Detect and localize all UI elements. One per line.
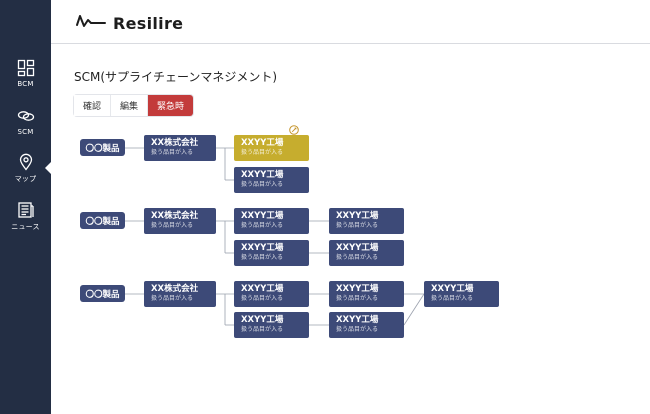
node-subtitle: 扱う品目が入る [151,149,194,156]
product-node[interactable]: 〇〇製品 [80,212,125,229]
mode-tabs: 確認 編集 緊急時 [74,95,194,116]
factory-node[interactable]: XXYY工場 扱う品目が入る [234,312,309,338]
node-title: XXYY工場 [336,284,379,294]
newspaper-icon [16,200,36,220]
page-title: SCM(サプライチェーンマネジメント) [74,70,278,84]
tab-emergency[interactable]: 緊急時 [148,95,194,116]
node-title: XXYY工場 [241,284,284,294]
node-subtitle: 扱う品目が入る [336,222,379,229]
app-name: Resilire [113,13,184,33]
node-title: XXYY工場 [241,138,284,148]
factory-node[interactable]: XXYY工場 扱う品目が入る [329,208,404,234]
sidebar-item-label: マップ [14,175,37,183]
node-title: XX株式会社 [151,138,199,148]
tab-edit[interactable]: 編集 [111,95,149,116]
factory-node[interactable]: XXYY工場 扱う品目が入る [329,312,404,338]
map-pin-icon [16,152,36,172]
node-subtitle: 扱う品目が入る [151,295,194,302]
node-subtitle: 扱う品目が入る [151,222,194,229]
node-subtitle: 扱う品目が入る [241,222,284,229]
sidebar: BCM SCM マップ ニュース [0,0,51,414]
sidebar-item-label: SCM [17,128,34,136]
factory-node[interactable]: XXYY工場 扱う品目が入る [234,281,309,307]
company-node[interactable]: XX株式会社 扱う品目が入る [144,281,216,307]
factory-node[interactable]: XXYY工場 扱う品目が入る [424,281,499,307]
factory-node[interactable]: XXYY工場 扱う品目が入る [234,240,309,266]
product-node[interactable]: 〇〇製品 [80,139,125,156]
sidebar-item-label: ニュース [11,223,40,231]
logo[interactable]: Resilire [75,12,183,34]
link-icon [16,106,36,126]
active-indicator [45,162,51,174]
company-node[interactable]: XX株式会社 扱う品目が入る [144,135,216,161]
factory-node[interactable]: XXYY工場 扱う品目が入る [234,208,309,234]
node-subtitle: 扱う品目が入る [241,295,284,302]
edit-icon[interactable] [289,120,299,135]
factory-node[interactable]: XXYY工場 扱う品目が入る [329,240,404,266]
node-subtitle: 扱う品目が入る [241,254,284,261]
node-title: XXYY工場 [336,243,379,253]
tab-confirm[interactable]: 確認 [74,95,112,116]
node-subtitle: 扱う品目が入る [431,295,474,302]
node-subtitle: 扱う品目が入る [336,254,379,261]
factory-node[interactable]: XXYY工場 扱う品目が入る [234,167,309,193]
sidebar-item-label: BCM [17,80,34,88]
factory-node-alert[interactable]: XXYY工場 扱う品目が入る [234,135,309,161]
company-node[interactable]: XX株式会社 扱う品目が入る [144,208,216,234]
node-subtitle: 扱う品目が入る [336,295,379,302]
node-title: XX株式会社 [151,211,199,221]
node-title: XXYY工場 [336,211,379,221]
sidebar-item-bcm[interactable]: BCM [0,58,51,100]
node-title: XXYY工場 [241,315,284,325]
node-subtitle: 扱う品目が入る [336,326,379,333]
node-title: XXYY工場 [241,243,284,253]
node-title: XXYY工場 [336,315,379,325]
dashboard-icon [16,58,36,78]
product-node[interactable]: 〇〇製品 [80,285,125,302]
connector-lines [124,147,425,326]
node-subtitle: 扱う品目が入る [241,149,284,156]
supply-chain-canvas: 〇〇製品 XX株式会社 扱う品目が入る XXYY工場 扱う品目が入る XXYY工… [51,118,650,414]
node-title: XX株式会社 [151,284,199,294]
factory-node[interactable]: XXYY工場 扱う品目が入る [329,281,404,307]
sidebar-item-news[interactable]: ニュース [0,200,51,242]
node-title: XXYY工場 [241,211,284,221]
node-title: XXYY工場 [241,170,284,180]
node-title: XXYY工場 [431,284,474,294]
node-subtitle: 扱う品目が入る [241,181,284,188]
logo-wave-icon [75,12,107,34]
header: Resilire [51,0,650,44]
sidebar-item-scm[interactable]: SCM [0,106,51,148]
node-subtitle: 扱う品目が入る [241,326,284,333]
sidebar-item-map[interactable]: マップ [0,152,51,194]
